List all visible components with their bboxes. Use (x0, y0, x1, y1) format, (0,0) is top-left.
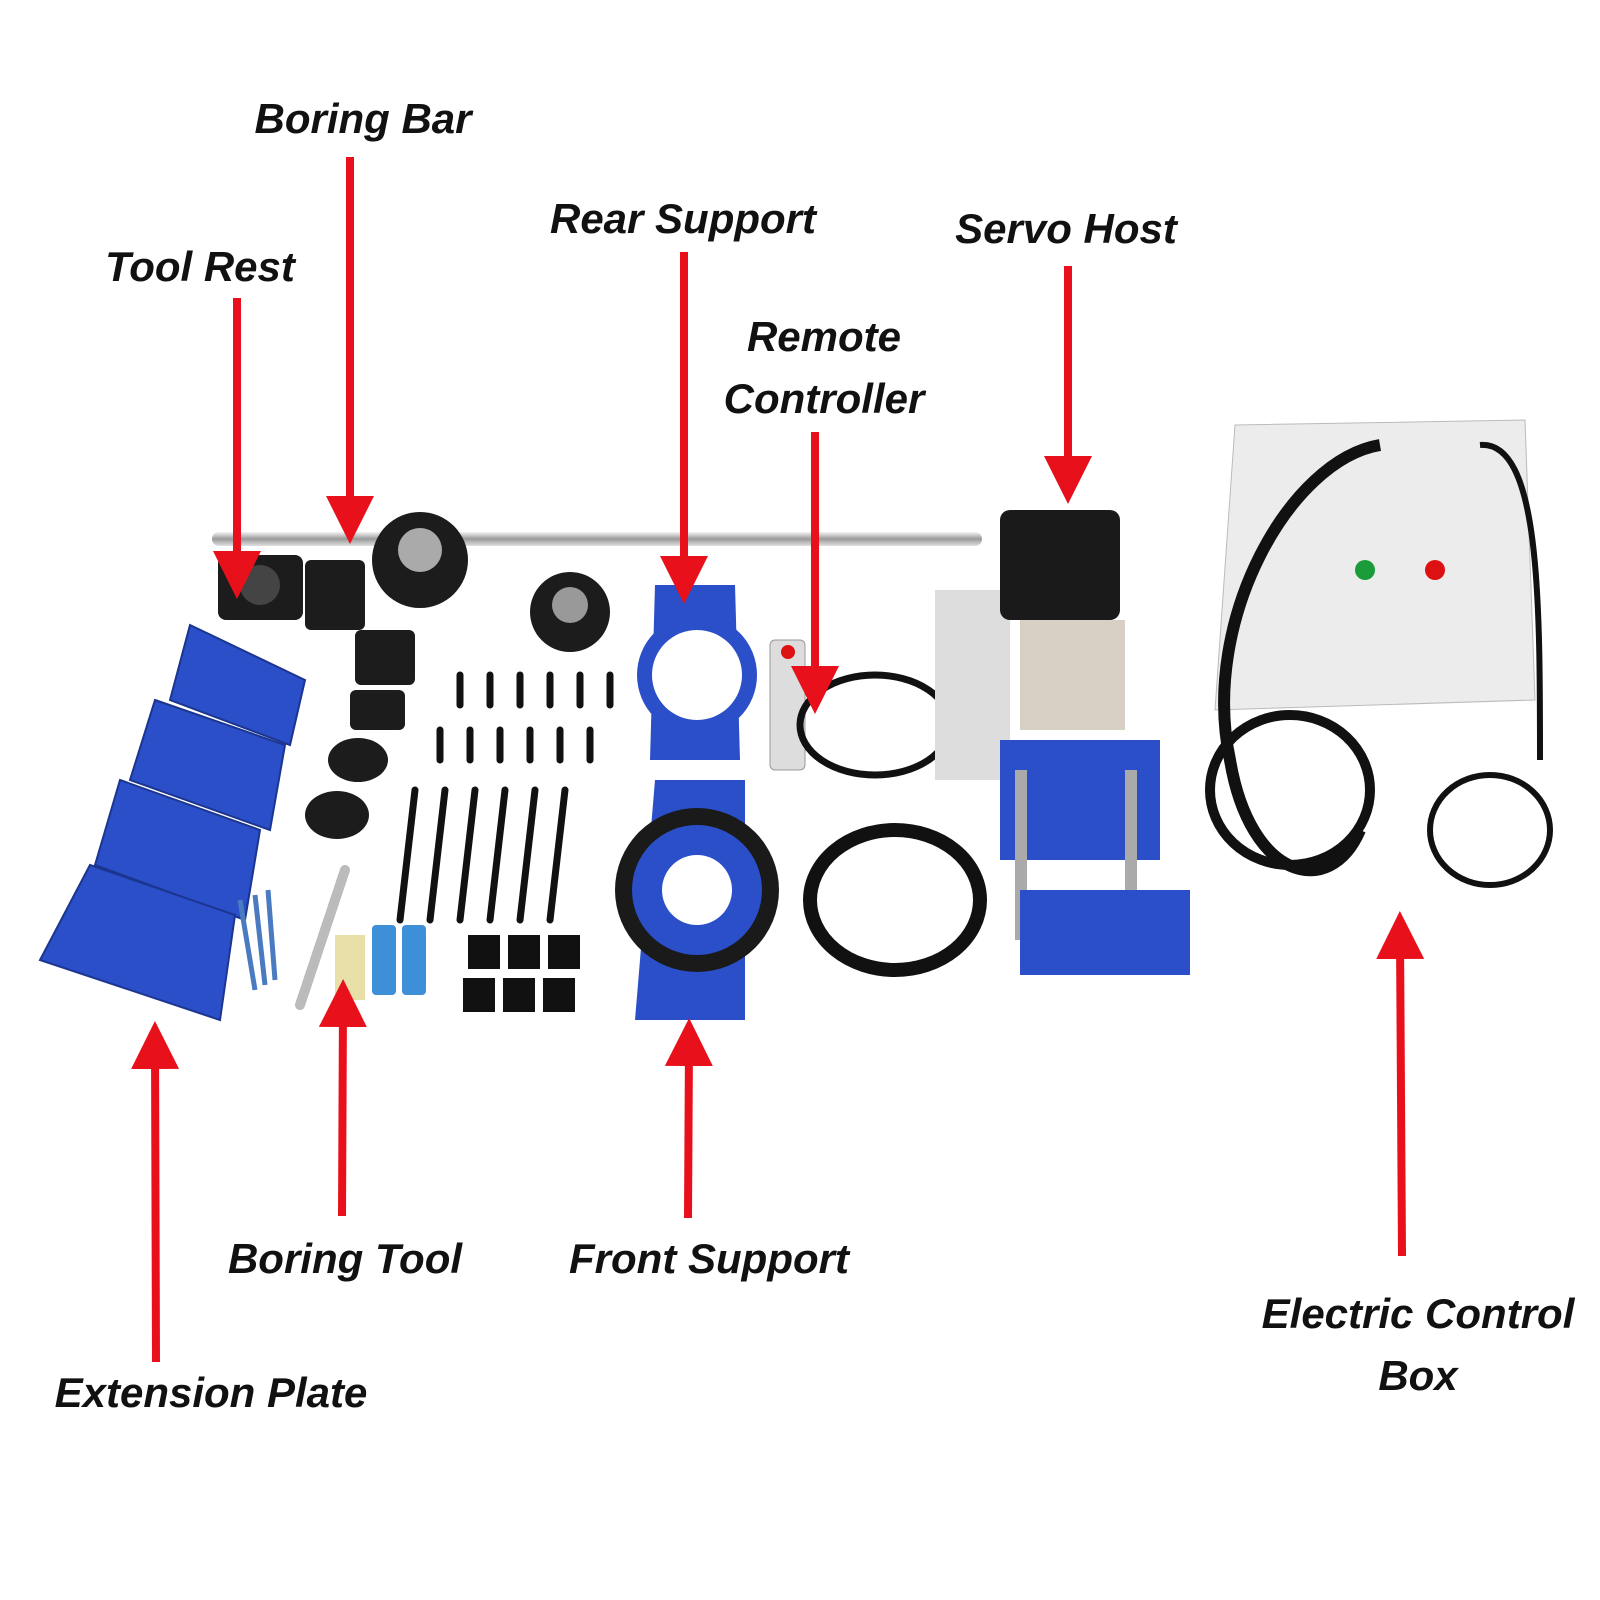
servo-host (935, 510, 1190, 975)
arrow-electric-control-box (1376, 911, 1425, 1257)
clamp-blocks (463, 935, 580, 1012)
boring-bar (212, 532, 982, 546)
bolts (396, 671, 614, 924)
callout-arrows (131, 157, 1425, 1363)
label-electric-control-box-line1: Electric Control (1261, 1290, 1575, 1337)
label-remote-controller-line2: Controller (723, 375, 925, 422)
arrow-front-support (664, 1018, 713, 1219)
arrow-boring-tool (318, 979, 367, 1217)
label-rear-support: Rear Support (549, 195, 817, 242)
label-remote-controller: Remote Controller (724, 306, 925, 430)
electric-control-box (1205, 419, 1553, 888)
extension-plate (38, 623, 307, 1022)
boring-tool (237, 865, 426, 1010)
label-boring-tool: Boring Tool (227, 1235, 463, 1282)
front-support (615, 780, 779, 1020)
label-servo-host: Servo Host (955, 205, 1177, 252)
label-electric-control-box: Electric Control Box (1262, 1283, 1575, 1407)
label-front-support: Front Support (569, 1235, 849, 1282)
label-remote-controller-line1: Remote (746, 313, 902, 360)
label-tool-rest: Tool Rest (105, 243, 295, 290)
rear-support (637, 585, 757, 760)
label-boring-bar: Boring Bar (254, 95, 472, 142)
label-extension-plate: Extension Plate (54, 1369, 368, 1416)
label-electric-control-box-line2: Box (1378, 1352, 1458, 1399)
arrow-extension-plate (131, 1021, 180, 1363)
